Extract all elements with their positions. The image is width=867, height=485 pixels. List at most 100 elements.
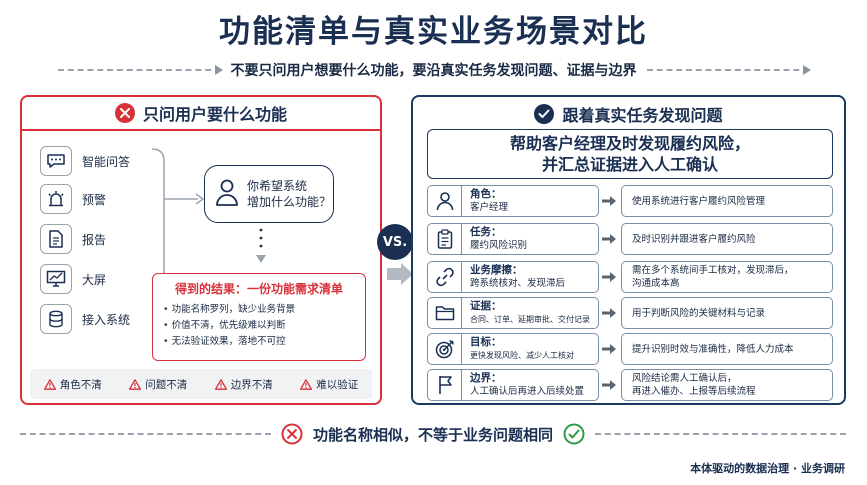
close-circle-icon: [114, 103, 135, 123]
dashed-arrow-right: [646, 65, 811, 75]
user-icon: [215, 178, 239, 210]
divider: [595, 433, 847, 435]
warning-icon: [43, 378, 56, 390]
target-icon: [428, 334, 462, 364]
dimension-goal: 目标： 更快发现风险、减少人工核对: [427, 333, 599, 365]
dimension-friction: 业务摩擦： 跨系统核对、发现滞后: [427, 261, 599, 293]
arrow-right-icon: [601, 261, 617, 293]
warning-icon: [214, 378, 227, 390]
link-icon: [428, 262, 462, 292]
dimension-description: 需在多个系统间手工核对，发现滞后， 沟通成本高: [621, 261, 833, 293]
left-panel-title: 只问用户要什么功能: [142, 105, 287, 124]
monitor-chart-icon: [40, 264, 72, 294]
right-panel: 跟着真实任务发现问题 帮助客户经理及时发现履约风险， 并汇总证据进入人工确认 角…: [411, 95, 846, 405]
dimension-value: 更快发现风险、减少人工核对: [470, 351, 574, 360]
divider: [20, 433, 271, 435]
dimension-value: 合同、订单、延期审批、交付记录: [470, 315, 590, 324]
feature-label: 报告: [82, 232, 107, 247]
arrow-right-icon: [601, 185, 617, 217]
question-bubble: 你希望系统 增加什么功能？: [204, 165, 334, 223]
document-icon: [40, 224, 72, 254]
result-box: 得到的结果：一份功能需求清单 功能名称罗列，缺少业务背景 价值不清，优先级难以判…: [152, 273, 366, 361]
dimension-description: 风险结论需人工确认后， 再进入催办、上报等后续流程: [621, 369, 833, 401]
subtitle: 不要只问用户想要什么功能，要沿真实任务发现问题、证据与边界: [230, 63, 637, 79]
dimension-role: 角色： 客户经理: [427, 185, 599, 217]
dimension-evidence: 证据： 合同、订单、延期审批、交付记录: [427, 297, 599, 329]
alarm-icon: [40, 184, 72, 214]
chat-icon: [40, 146, 72, 176]
goal-line-2: 并汇总证据进入人工确认: [541, 155, 718, 174]
dimension-value: 人工确认后再进入后续处置: [470, 386, 585, 397]
warning-bar: 角色不清 问题不清 边界不清 难以验证: [30, 369, 372, 399]
dimension-title: 证据：: [470, 300, 502, 312]
dimension-title: 目标：: [470, 336, 502, 348]
dimension-title: 业务摩擦：: [470, 264, 523, 276]
page-title: 功能清单与真实业务场景对比: [219, 14, 648, 50]
dimension-description: 及时识别并跟进客户履约风险: [621, 223, 833, 255]
dotted-arrow-down: [256, 228, 266, 263]
footer-caption: 本体驱动的数据治理 · 业务调研: [690, 462, 845, 475]
goal-box: 帮助客户经理及时发现履约风险， 并汇总证据进入人工确认: [427, 129, 833, 179]
warning-icon: [300, 378, 313, 390]
result-title: 得到的结果：一份功能需求清单: [174, 282, 343, 296]
dimension-description: 使用系统进行客户履约风险管理: [621, 185, 833, 217]
subtitle-row: 不要只问用户想要什么功能，要沿真实任务发现问题、证据与边界: [58, 60, 811, 80]
warning-label: 角色不清: [59, 378, 102, 391]
person-icon: [428, 186, 462, 216]
dimension-value: 客户经理: [470, 202, 509, 213]
warning-item: 问题不清: [129, 377, 187, 392]
dimension-title: 边界：: [470, 372, 502, 384]
description-line: 用于判断风险的关键材料与记录: [632, 307, 766, 319]
dimension-value: 履约风险识别: [470, 240, 528, 251]
clipboard-icon: [428, 224, 462, 254]
feature-label: 大屏: [82, 272, 107, 287]
check-circle-icon: [534, 104, 555, 124]
bubble-line-1: 你希望系统: [247, 179, 308, 193]
check-icon: [563, 423, 595, 445]
result-item: 功能名称罗列，缺少业务背景: [163, 302, 355, 318]
warning-item: 角色不清: [43, 377, 102, 392]
flag-icon: [428, 370, 462, 400]
feature-label: 预警: [82, 192, 107, 207]
description-line: 使用系统进行客户履约风险管理: [632, 195, 766, 207]
dashed-arrow-left: [58, 65, 222, 75]
arrow-right-icon: [601, 369, 617, 401]
feature-item-report: 报告: [40, 223, 158, 255]
warning-item: 难以验证: [300, 377, 358, 392]
description-line: 提升识别时效与准确性，降低人力成本: [632, 343, 794, 355]
dimension-task: 任务： 履约风险识别: [427, 223, 599, 255]
bubble-line-2: 增加什么功能？: [247, 195, 332, 209]
feature-item-qa: 智能问答: [40, 145, 158, 177]
result-item: 无法验证效果，落地不可控: [163, 334, 355, 350]
right-panel-header: 跟着真实任务发现问题: [413, 97, 844, 131]
description-line: 再进入催办、上报等后续流程: [632, 386, 756, 397]
feature-label: 智能问答: [82, 154, 131, 169]
feature-label: 接入系统: [82, 312, 131, 327]
left-panel-header: 只问用户要什么功能: [22, 97, 380, 131]
dimension-title: 角色：: [470, 188, 502, 200]
warning-item: 边界不清: [214, 377, 273, 392]
description-line: 需在多个系统间手工核对，发现滞后，: [632, 265, 794, 276]
description-line: 风险结论需人工确认后，: [632, 373, 737, 384]
feature-item-alert: 预警: [40, 183, 158, 215]
dimension-value: 跨系统核对、发现滞后: [470, 278, 566, 289]
arrow-right-icon: [601, 223, 617, 255]
cross-icon: [271, 423, 303, 445]
warning-icon: [129, 378, 142, 390]
feature-item-integration: 接入系统: [40, 303, 158, 335]
conclusion-text: 功能名称相似，不等于业务问题相同: [313, 425, 554, 444]
dimension-boundary: 边界： 人工确认后再进入后续处置: [427, 369, 599, 401]
left-panel: 只问用户要什么功能 智能问答 预警 报告 大屏 接入系统: [20, 95, 382, 405]
arrow-right-icon: [601, 333, 617, 365]
warning-label: 问题不清: [145, 378, 188, 391]
result-item: 价值不清，优先级难以判断: [163, 318, 355, 334]
warning-label: 边界不清: [230, 378, 273, 391]
warning-label: 难以验证: [316, 378, 359, 391]
dimension-description: 提升识别时效与准确性，降低人力成本: [621, 333, 833, 365]
dimension-title: 任务：: [470, 226, 502, 238]
right-panel-title: 跟着真实任务发现问题: [562, 106, 723, 125]
dimension-description: 用于判断风险的关键材料与记录: [621, 297, 833, 329]
folder-icon: [428, 298, 462, 328]
feature-item-dashboard: 大屏: [40, 263, 158, 295]
description-line: 及时识别并跟进客户履约风险: [632, 233, 756, 245]
